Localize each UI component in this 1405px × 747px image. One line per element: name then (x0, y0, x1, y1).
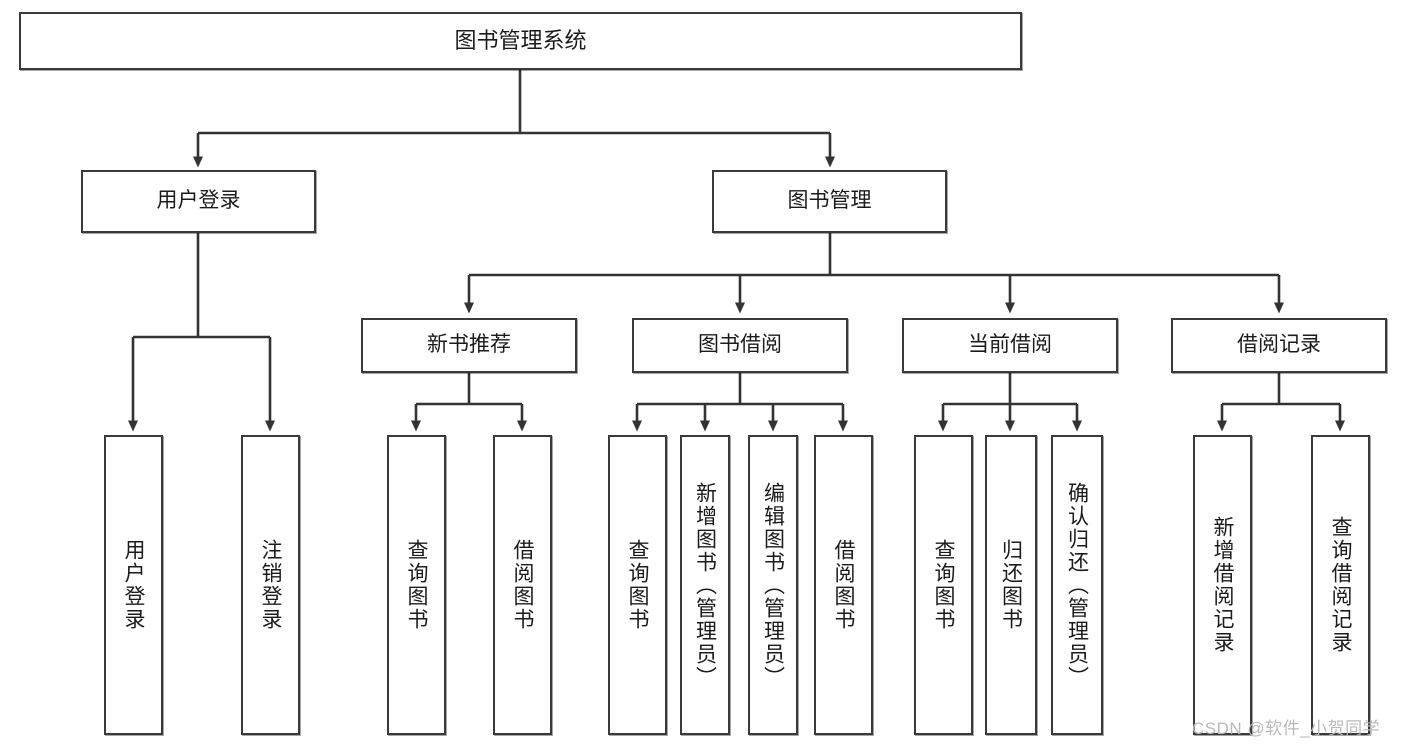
node-label: 查询图书 (932, 539, 955, 631)
csdn-watermark: CSDN @软件_小贺同学 (1192, 719, 1381, 738)
leaf-borrow-book-recommend[interactable]: 借阅图书 (493, 435, 552, 735)
node-borrow-record[interactable]: 借阅记录 (1171, 318, 1387, 373)
node-label: 新增借阅记录 (1211, 516, 1234, 654)
node-label: 归还图书 (999, 539, 1023, 631)
node-user-login[interactable]: 用户登录 (81, 170, 316, 233)
leaf-confirm-return-admin[interactable]: 确认归还（管理员） (1051, 435, 1103, 735)
node-label: 确认归还（管理员） (1065, 481, 1089, 689)
leaf-query-book-recommend[interactable]: 查询图书 (387, 435, 446, 735)
node-label: 查询图书 (405, 539, 428, 631)
leaf-borrow-book[interactable]: 借阅图书 (814, 435, 873, 735)
leaf-edit-book-admin[interactable]: 编辑图书（管理员） (748, 435, 798, 735)
node-label: 查询借阅记录 (1329, 516, 1352, 654)
node-label: 新书推荐 (427, 333, 511, 357)
node-label: 借阅记录 (1237, 333, 1321, 357)
leaf-logout[interactable]: 注销登录 (241, 435, 300, 735)
leaf-query-borrow-record[interactable]: 查询借阅记录 (1311, 435, 1370, 735)
node-label: 当前借阅 (968, 333, 1052, 357)
node-book-borrow[interactable]: 图书借阅 (632, 318, 848, 373)
node-root-book-management-system[interactable]: 图书管理系统 (19, 12, 1022, 70)
node-label: 用户登录 (156, 189, 241, 213)
node-label: 编辑图书（管理员） (761, 481, 785, 689)
node-label: 图书管理系统 (454, 28, 587, 54)
node-new-book-recommend[interactable]: 新书推荐 (361, 318, 577, 373)
node-label: 查询图书 (626, 539, 649, 631)
node-current-borrow[interactable]: 当前借阅 (902, 318, 1118, 373)
leaf-add-book-admin[interactable]: 新增图书（管理员） (680, 435, 730, 735)
leaf-add-borrow-record[interactable]: 新增借阅记录 (1193, 435, 1252, 735)
leaf-query-book-current[interactable]: 查询图书 (914, 435, 973, 735)
node-label: 图书管理 (787, 189, 872, 213)
node-label: 借阅图书 (832, 539, 855, 631)
node-label: 借阅图书 (511, 539, 534, 631)
leaf-return-book[interactable]: 归还图书 (985, 435, 1037, 735)
node-label: 用户登录 (122, 539, 145, 631)
leaf-query-book-borrow[interactable]: 查询图书 (608, 435, 667, 735)
node-label: 新增图书（管理员） (693, 481, 717, 689)
leaf-user-login[interactable]: 用户登录 (104, 435, 163, 735)
node-book-management[interactable]: 图书管理 (712, 170, 947, 233)
node-label: 图书借阅 (698, 333, 782, 357)
node-label: 注销登录 (259, 539, 282, 631)
